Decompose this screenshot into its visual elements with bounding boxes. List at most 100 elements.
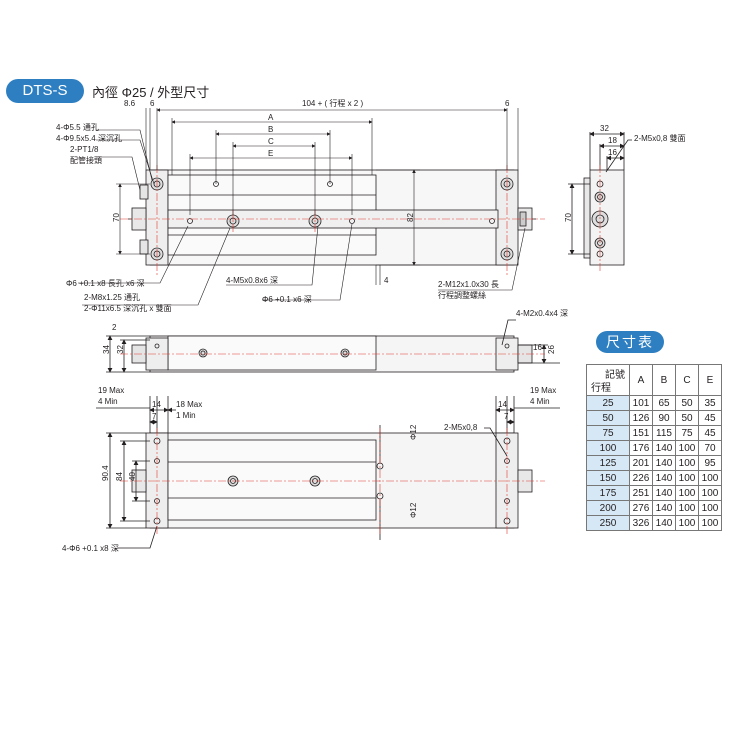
value-cell: 151 bbox=[629, 425, 653, 441]
dim-1min: 1 Min bbox=[176, 411, 196, 420]
value-cell: 251 bbox=[629, 485, 653, 501]
top-view-centerlines bbox=[120, 165, 545, 275]
dim-84: 84 bbox=[115, 472, 124, 481]
stroke-cell: 25 bbox=[586, 395, 630, 411]
column-header: A bbox=[629, 364, 653, 396]
dim-side-70: 70 bbox=[564, 213, 573, 222]
dim-19max-left: 19 Max bbox=[98, 386, 124, 395]
dim-C: C bbox=[268, 137, 274, 146]
value-cell: 176 bbox=[629, 440, 653, 456]
bottom-view bbox=[96, 396, 560, 549]
value-cell: 140 bbox=[652, 485, 676, 501]
value-cell: 35 bbox=[698, 395, 722, 411]
value-cell: 100 bbox=[698, 515, 722, 531]
dim-70-top: 70 bbox=[112, 213, 121, 222]
stroke-cell: 175 bbox=[586, 485, 630, 501]
dim-90-4: 90.4 bbox=[101, 465, 110, 481]
value-cell: 201 bbox=[629, 455, 653, 471]
front-view bbox=[106, 319, 560, 373]
stroke-cell: 125 bbox=[586, 455, 630, 471]
column-header: B bbox=[652, 364, 676, 396]
value-cell: 100 bbox=[675, 500, 699, 516]
bottom-view-centerlines bbox=[120, 428, 545, 535]
side-view bbox=[568, 131, 632, 266]
dim-4min-left: 4 Min bbox=[98, 397, 118, 406]
stroke-cell: 150 bbox=[586, 470, 630, 486]
value-cell: 70 bbox=[698, 440, 722, 456]
dim-6-left: 6 bbox=[150, 99, 155, 108]
size-table-title: 尺寸表 bbox=[596, 331, 664, 353]
dim-14-right: 14 bbox=[498, 400, 507, 409]
value-cell: 45 bbox=[698, 425, 722, 441]
callout-phi11: 2-Φ11x6.5 深沉孔 x 雙面 bbox=[84, 303, 172, 313]
dim-B: B bbox=[268, 125, 273, 134]
callout-m5-side: 2-M5x0,8 雙面 bbox=[634, 133, 686, 143]
value-cell: 140 bbox=[652, 470, 676, 486]
callout-m12: 2-M12x1.0x30 長 bbox=[438, 280, 499, 289]
value-cell: 100 bbox=[698, 470, 722, 486]
size-table-corner: 記號 行程 bbox=[586, 364, 630, 396]
size-table-header: 記號 行程 A B C E bbox=[586, 364, 722, 396]
value-cell: 95 bbox=[698, 455, 722, 471]
callout-m12-sub: 行程調整螺絲 bbox=[438, 290, 486, 300]
stroke-cell: 100 bbox=[586, 440, 630, 456]
corner-symbol-label: 記號 bbox=[605, 370, 625, 381]
value-cell: 50 bbox=[675, 410, 699, 426]
value-cell: 140 bbox=[652, 500, 676, 516]
dim-40: 40 bbox=[128, 472, 137, 481]
value-cell: 100 bbox=[675, 485, 699, 501]
dim-7-left: 7 bbox=[152, 412, 157, 421]
callout-pt18: 2-PT1/8 bbox=[70, 145, 99, 154]
dim-side-32: 32 bbox=[600, 124, 609, 133]
value-cell: 226 bbox=[629, 470, 653, 486]
callout-m2: 4-M2x0.4x4 深 bbox=[516, 309, 568, 318]
stroke-cell: 50 bbox=[586, 410, 630, 426]
dim-stroke-length: 104 + ( 行程 x 2 ) bbox=[302, 98, 363, 108]
dim-19max-right: 19 Max bbox=[530, 386, 556, 395]
value-cell: 276 bbox=[629, 500, 653, 516]
value-cell: 126 bbox=[629, 410, 653, 426]
column-header: C bbox=[675, 364, 699, 396]
value-cell: 65 bbox=[652, 395, 676, 411]
top-view-dimensions bbox=[78, 108, 526, 306]
dim-phi12-top: Φ12 bbox=[409, 424, 418, 440]
top-view bbox=[128, 169, 536, 266]
dim-82: 82 bbox=[406, 213, 415, 222]
value-cell: 101 bbox=[629, 395, 653, 411]
drawing-title: 內徑 Φ25 / 外型尺寸 bbox=[92, 85, 210, 100]
dim-front-16: 16 bbox=[533, 343, 542, 352]
dim-4min-right: 4 Min bbox=[530, 397, 550, 406]
value-cell: 45 bbox=[698, 410, 722, 426]
dim-front-26: 26 bbox=[547, 345, 556, 354]
value-cell: 140 bbox=[652, 440, 676, 456]
dim-14-left: 14 bbox=[152, 400, 161, 409]
value-cell: 326 bbox=[629, 515, 653, 531]
value-cell: 90 bbox=[652, 410, 676, 426]
value-cell: 100 bbox=[675, 470, 699, 486]
callout-phi6-8: 4-Φ6 +0.1 x8 深 bbox=[62, 544, 119, 553]
value-cell: 100 bbox=[675, 515, 699, 531]
dim-phi12-bottom: Φ12 bbox=[409, 502, 418, 518]
dim-side-18: 18 bbox=[608, 136, 617, 145]
column-header: E bbox=[698, 364, 722, 396]
dim-A: A bbox=[268, 113, 274, 122]
dim-7-right: 7 bbox=[504, 412, 509, 421]
callout-phi6-deep: Φ6 +0.1 x6 深 bbox=[262, 295, 312, 304]
value-cell: 115 bbox=[652, 425, 676, 441]
callout-holes-95: 4-Φ9.5x5.4 深沉孔 bbox=[56, 134, 122, 143]
stroke-cell: 75 bbox=[586, 425, 630, 441]
callout-m5-bottom: 2-M5x0,8 bbox=[444, 423, 478, 432]
callout-holes-55: 4-Φ5.5 通孔 bbox=[56, 122, 99, 132]
value-cell: 100 bbox=[698, 500, 722, 516]
value-cell: 140 bbox=[652, 455, 676, 471]
callout-m8: 2-M8x1.25 通孔 bbox=[84, 292, 140, 302]
